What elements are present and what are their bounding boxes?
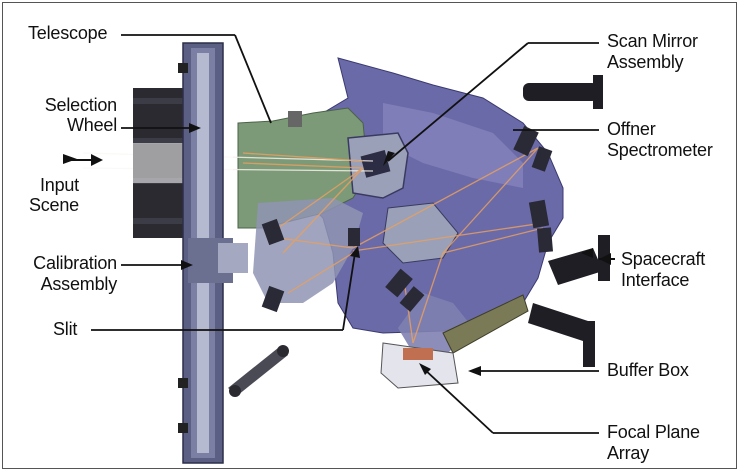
focal-plane-housing — [380, 342, 459, 389]
spacecraft-interface-struts — [523, 75, 610, 367]
buffer-box-shape — [442, 294, 529, 354]
label-focal-plane-1: Focal Plane — [607, 422, 700, 442]
label-calibration-assembly-2: Assembly — [40, 274, 118, 294]
calibration-plate — [178, 42, 248, 464]
label-scan-mirror-1: Scan Mirror — [607, 31, 698, 51]
label-selection-wheel-2: Wheel — [66, 115, 117, 135]
spectrometer-mirrors — [385, 125, 554, 312]
label-buffer-box: Buffer Box — [607, 360, 689, 380]
label-input-scene-1: Input — [39, 175, 79, 195]
spacecraft-arrowhead — [599, 253, 611, 265]
label-telescope: Telescope — [28, 23, 108, 43]
diagram-frame: Telescope Selection Wheel Input Scene Ca… — [2, 2, 737, 469]
spectrometer-upper-panel — [383, 103, 523, 188]
inner-structure-2 — [382, 202, 459, 264]
instrument-diagram — [63, 34, 615, 464]
label-slit: Slit — [53, 319, 78, 339]
label-spacecraft-2: Interface — [621, 270, 690, 290]
label-focal-plane-2: Array — [607, 443, 650, 463]
input-scene-arrowhead — [91, 154, 103, 166]
label-offner-2: Spectrometer — [607, 140, 713, 160]
lower-strut — [228, 345, 289, 397]
label-input-scene-2: Scene — [28, 195, 79, 215]
inner-structure — [253, 198, 363, 303]
label-scan-mirror-2: Assembly — [607, 52, 684, 72]
telescope-top-block — [288, 111, 302, 127]
label-spacecraft-1: Spacecraft — [621, 249, 706, 269]
label-selection-wheel-1: Selection — [44, 95, 117, 115]
label-calibration-assembly-1: Calibration — [33, 253, 117, 273]
label-offner-1: Offner — [607, 119, 656, 139]
leader-arrows — [63, 123, 593, 376]
telescope-mirrors — [261, 218, 360, 313]
leader-lines — [91, 34, 599, 434]
